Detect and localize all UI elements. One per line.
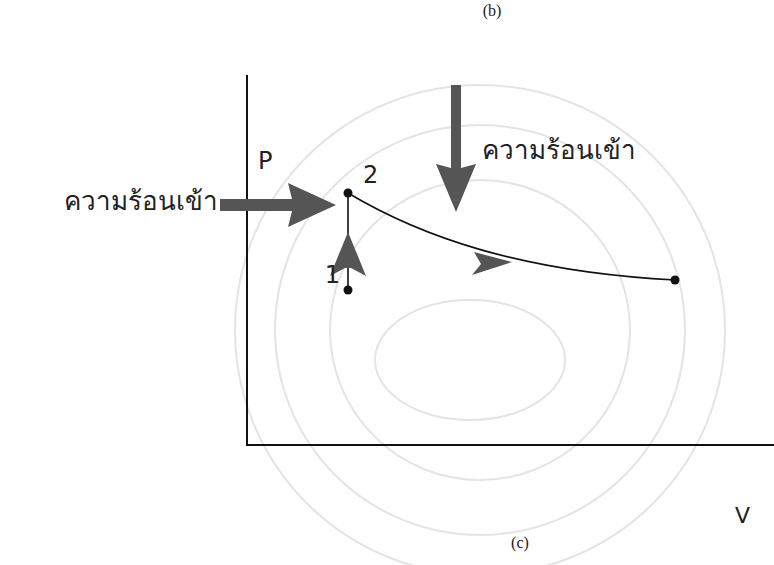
state-points: [344, 189, 680, 295]
axis-label: V: [735, 503, 750, 528]
heat-arrows: [220, 85, 512, 276]
seal-watermark: [235, 85, 725, 565]
axis-label: P: [258, 148, 272, 176]
state-number: 2: [363, 162, 378, 190]
heat-input-label: ความร้อนเข้า: [64, 187, 218, 217]
state-number: 1: [325, 262, 340, 290]
panel-letter: (b): [483, 2, 502, 20]
panel-letter: (c): [511, 534, 529, 552]
heat-input-label: ความร้อนเข้า: [482, 136, 636, 166]
axes: [246, 75, 774, 446]
process-lines: [348, 193, 675, 290]
